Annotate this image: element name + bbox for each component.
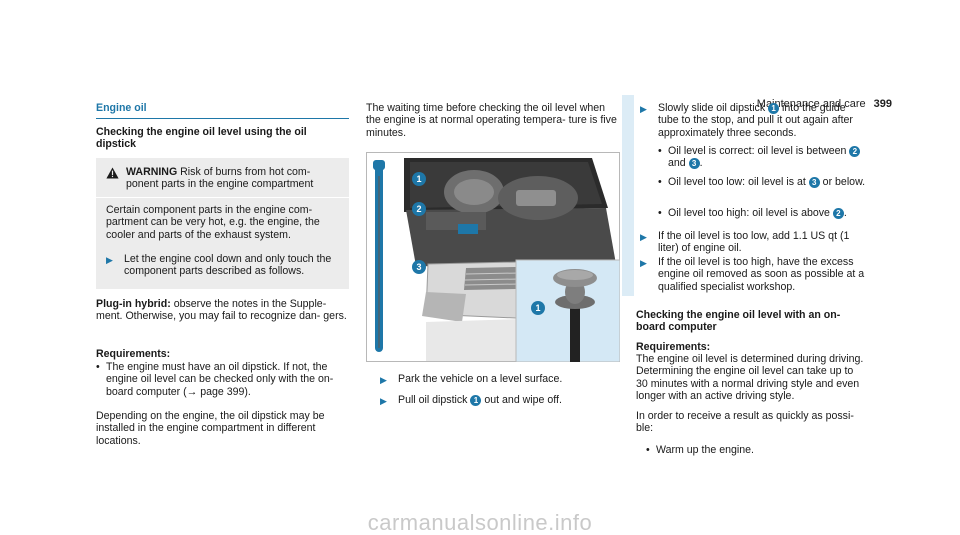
bullet-oil-correct: • Oil level is correct: oil level is bet… [658,145,868,170]
ref-number: 2 [849,146,861,157]
warning-body: Certain component parts in the engine co… [96,196,349,286]
section-rule [96,118,349,119]
requirements-label: Requirements: [636,341,711,353]
arrow-icon: ▶ [640,258,647,268]
step-slide-text-a: Slowly slide oil dipstick [658,102,769,114]
warning-header: WARNING Risk of burns from hot com- pone… [96,158,349,197]
bullet-2-text-b: or below. [819,176,866,188]
bullet-3-text-b: . [843,207,847,219]
bullet-1-text-mid: and [668,157,689,170]
step-remove-oil: ▶ If the oil level is too high, have the… [640,256,868,293]
warning-triangle-icon [106,166,126,191]
intro-text: The waiting time before checking the oil… [366,102,617,139]
order-text: In order to receive a result as quickly … [636,410,854,435]
bullet-warm-up: • Warm up the engine. [646,444,868,456]
step-pull-text-b: out and wipe off. [481,394,562,406]
requirement-item: • The engine must have an oil dipstick. … [96,361,349,398]
bullet-icon: • [658,145,662,157]
callout-inset-1: 1 [531,301,545,315]
warning-step-text: Let the engine cool down and only touch … [124,253,332,278]
step-slide-text-b: into the guide tube to the stop, and pul… [658,102,853,139]
page-header: Maintenance and care 399 [757,98,892,110]
step-pull-text-a: Pull oil dipstick [398,394,471,406]
bullet-oil-low: • Oil level too low: oil level is at 3 o… [658,176,868,188]
heading-dipstick: Checking the engine oil level using the … [96,126,307,151]
warning-body-text: Certain component parts in the engine co… [106,203,320,241]
warning-label: WARNING [126,166,178,178]
bullet-icon: • [658,207,662,219]
section-title: Engine oil [96,102,147,114]
page-number: 399 [873,98,892,110]
arrow-icon: ▶ [106,255,113,266]
section-name: Maintenance and care [756,98,866,110]
bullet-1-text-b: . [699,157,703,170]
step-add-oil: ▶ If the oil level is too low, add 1.1 U… [640,230,868,255]
plugin-hybrid-note: Plug-in hybrid: observe the notes in the… [96,298,349,323]
step-park: ▶ Park the vehicle on a level surface. [380,373,620,386]
warning-box: WARNING Risk of burns from hot com- pone… [96,158,349,289]
warning-step: ▶ Let the engine cool down and only touc… [106,253,341,278]
engine-figure: 1 2 3 1 [366,152,621,363]
bullet-oil-high: • Oil level too high: oil level is above… [658,207,868,219]
arrow-icon: ▶ [380,375,387,385]
callout-2: 2 [412,202,426,216]
requirements-text: The engine oil level is determined durin… [636,353,864,403]
watermark: carmanualsonline.info [367,509,593,535]
step-park-text: Park the vehicle on a level surface. [398,373,563,385]
requirements-label: Requirements: [96,348,171,360]
highlight-bar [622,95,634,296]
warning-text: Risk of burns from hot com- ponent parts… [126,166,314,191]
bullet-icon: • [96,361,100,373]
step-slide-dipstick: ▶ Slowly slide oil dipstick 1 into the g… [640,102,868,139]
callout-3: 3 [412,260,426,274]
ref-number: 1 [470,395,482,406]
arrow-icon: ▶ [640,232,647,242]
arrow-icon: ▶ [640,104,647,114]
depending-text: Depending on the engine, the oil dipstic… [96,410,325,447]
engine-illustration [366,152,621,363]
arrow-icon: ▶ [380,396,387,406]
bullet-icon: • [658,176,662,188]
step-remove-oil-text: If the oil level is too high, have the e… [658,256,865,293]
step-pull-dipstick: ▶ Pull oil dipstick 1 out and wipe off. [380,394,620,407]
step-add-oil-text: If the oil level is too low, add 1.1 US … [658,230,850,255]
bullet-icon: • [646,444,650,456]
heading-onboard: Checking the engine oil level with an on… [636,309,841,334]
callout-1: 1 [412,172,426,186]
ref-number: 2 [832,208,844,219]
bullet-1-text-a: Oil level is correct: oil level is betwe… [668,145,850,157]
ref-number: 3 [688,158,700,170]
bullet-3-text-a: Oil level too high: oil level is above [668,207,833,219]
ref-number: 1 [768,103,780,114]
ref-number: 3 [808,177,820,188]
requirement-text: The engine must have an oil dipstick. If… [106,361,334,398]
bullet-warm-up-text: Warm up the engine. [656,444,754,456]
bullet-2-text-a: Oil level too low: oil level is at [668,176,809,188]
plugin-label: Plug-in hybrid: [96,298,171,310]
plugin-text: observe the notes in the Supple- ment. O… [96,298,347,323]
